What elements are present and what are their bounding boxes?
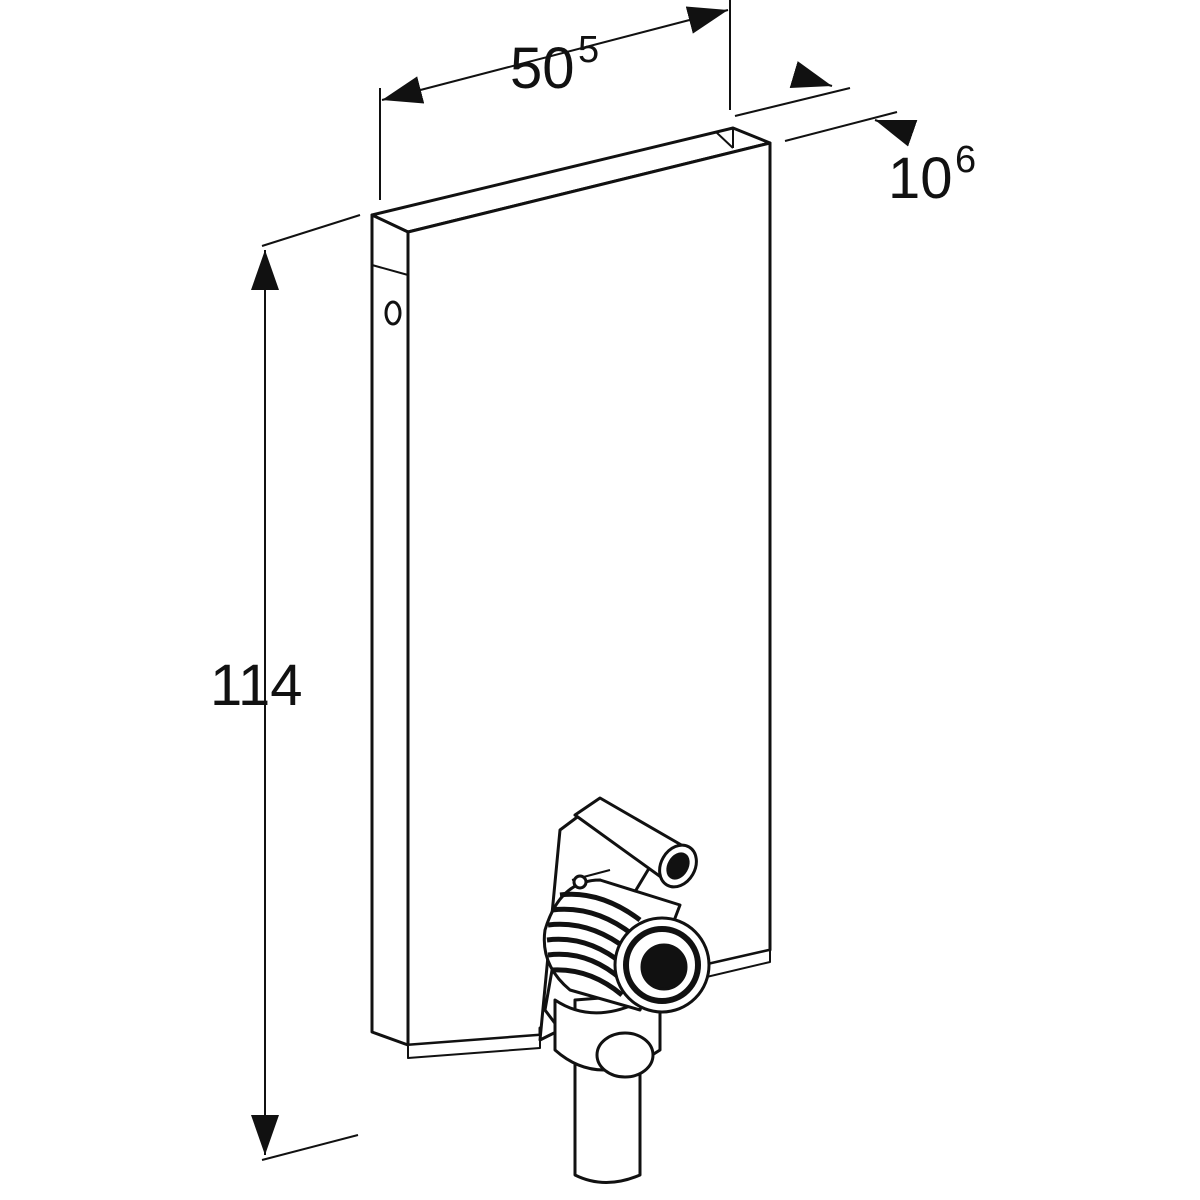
pipe-assembly bbox=[538, 796, 711, 1184]
width-dimension-superscript: 5 bbox=[578, 29, 599, 71]
width-dimension-label: 50 bbox=[510, 36, 575, 101]
depth-dimension-superscript: 6 bbox=[955, 139, 976, 181]
water-supply-pipe bbox=[573, 796, 698, 889]
side-hole-icon bbox=[384, 300, 402, 326]
depth-dimension-lines bbox=[734, 61, 918, 147]
panel-side-face bbox=[370, 213, 410, 1047]
width-dimension-lines bbox=[379, 0, 731, 200]
height-dimension-lines bbox=[251, 214, 361, 1161]
height-dimension-label: 114 bbox=[210, 653, 302, 718]
depth-dimension-label: 10 bbox=[888, 146, 953, 211]
corrugated-bend bbox=[542, 878, 711, 1014]
module-panel bbox=[370, 126, 772, 1059]
drain-opening bbox=[595, 1031, 655, 1079]
